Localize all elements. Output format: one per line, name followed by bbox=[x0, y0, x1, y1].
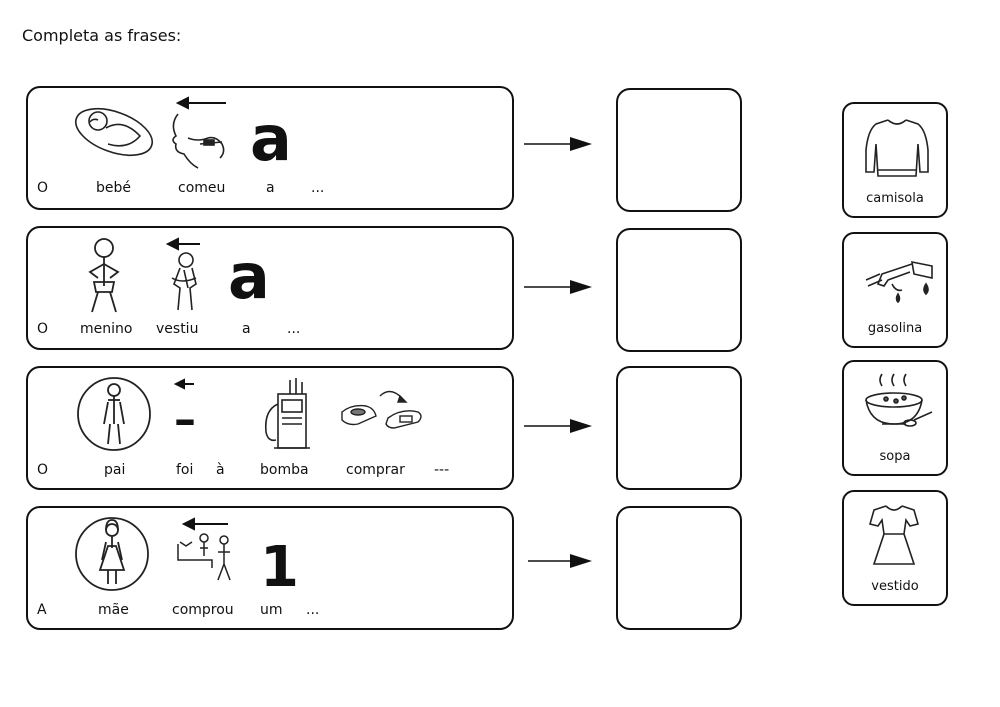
sweater-icon bbox=[865, 119, 929, 177]
word: ... bbox=[306, 602, 320, 618]
symbol-letter: 1 bbox=[260, 535, 299, 600]
word: vestiu bbox=[156, 321, 199, 337]
word: comprar bbox=[346, 462, 405, 478]
past-tense-arrow-icon bbox=[181, 517, 228, 531]
past-tense-arrow-icon bbox=[165, 237, 200, 251]
card-camisola[interactable]: camisola bbox=[842, 102, 948, 218]
word: --- bbox=[434, 462, 450, 478]
answer-drop-box-1[interactable] bbox=[616, 88, 742, 212]
past-tense-arrow-icon bbox=[175, 96, 226, 110]
page-title: Completa as frases: bbox=[22, 26, 182, 45]
word: comeu bbox=[178, 180, 226, 196]
word: ... bbox=[311, 180, 325, 196]
word: a bbox=[266, 180, 275, 196]
gas-pump-icon bbox=[264, 378, 310, 449]
sentence-box-3: – O pai foi à bomba comprar --- bbox=[26, 366, 514, 490]
word: foi bbox=[176, 462, 194, 478]
card-label: sopa bbox=[879, 449, 911, 464]
word: à bbox=[216, 462, 225, 478]
word: A bbox=[37, 602, 47, 618]
symbol-letter: a bbox=[228, 240, 270, 313]
symbol-letter: a bbox=[250, 102, 292, 175]
baby-icon bbox=[74, 107, 154, 157]
word: O bbox=[37, 180, 49, 196]
eating-icon bbox=[172, 113, 225, 169]
answer-drop-box-2[interactable] bbox=[616, 228, 742, 352]
word: pai bbox=[104, 462, 126, 478]
shopping-icon bbox=[177, 533, 231, 581]
dressing-icon bbox=[171, 252, 197, 311]
word: um bbox=[260, 602, 283, 618]
word: O bbox=[37, 321, 49, 337]
card-label: camisola bbox=[866, 191, 924, 206]
answer-drop-box-3[interactable] bbox=[616, 366, 742, 490]
card-sopa[interactable]: sopa bbox=[842, 360, 948, 476]
word: ... bbox=[287, 321, 301, 337]
arrow-icon bbox=[528, 554, 592, 568]
sentence-box-2: a O menino vestiu a ... bbox=[26, 226, 514, 350]
arrow-icon bbox=[524, 137, 592, 151]
card-vestido[interactable]: vestido bbox=[842, 490, 948, 606]
boy-icon bbox=[88, 238, 120, 313]
word: mãe bbox=[98, 602, 129, 618]
sentence-box-1: a O bebé comeu a ... bbox=[26, 86, 514, 210]
card-label: gasolina bbox=[867, 321, 923, 336]
word: comprou bbox=[172, 602, 234, 618]
sentence-box-4: 1 A mãe comprou um ... bbox=[26, 506, 514, 630]
soup-bowl-icon bbox=[865, 373, 933, 427]
word: menino bbox=[80, 321, 133, 337]
word: bomba bbox=[260, 462, 309, 478]
word: O bbox=[37, 462, 49, 478]
card-label: vestido bbox=[871, 579, 919, 594]
man-icon bbox=[77, 377, 151, 451]
woman-icon bbox=[75, 517, 149, 591]
past-tense-arrow-icon bbox=[173, 378, 194, 390]
arrow-icon bbox=[524, 280, 592, 294]
word: a bbox=[242, 321, 251, 337]
arrow-icon bbox=[524, 419, 592, 433]
symbol-letter: – bbox=[174, 394, 196, 445]
fuel-nozzle-icon bbox=[865, 260, 933, 304]
answer-drop-box-4[interactable] bbox=[616, 506, 742, 630]
word: bebé bbox=[96, 180, 131, 196]
card-gasolina[interactable]: gasolina bbox=[842, 232, 948, 348]
dress-icon bbox=[869, 505, 919, 565]
buy-icon bbox=[341, 390, 422, 429]
